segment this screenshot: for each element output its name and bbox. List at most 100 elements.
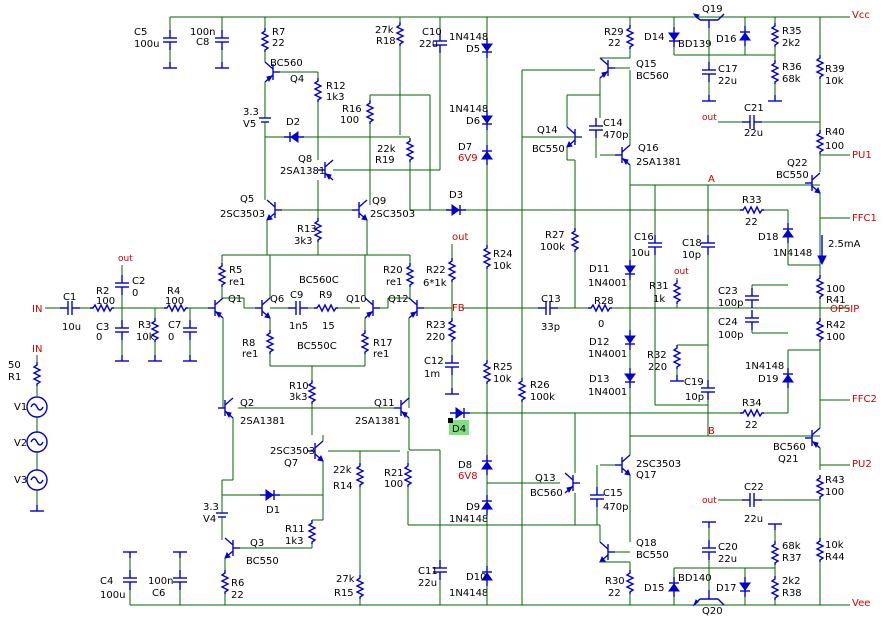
c9-capacitor xyxy=(287,300,309,316)
r14-resistor xyxy=(356,462,364,488)
c1-capacitor xyxy=(59,300,81,316)
d4-label: D4 xyxy=(452,424,466,435)
r27-label: R27 xyxy=(545,230,565,241)
ffc2-label: FFC2 xyxy=(852,394,877,405)
c8-label: C8 xyxy=(196,37,209,48)
c1-label: C1 xyxy=(63,292,76,303)
r44-resistor xyxy=(816,537,824,563)
r18-resistor xyxy=(396,21,404,47)
r23-label: R23 xyxy=(426,320,446,331)
q5-label: Q5 xyxy=(240,194,254,205)
r24-label: R24 xyxy=(493,249,513,260)
q18-type: BC550 xyxy=(636,550,669,561)
c22-capacitor xyxy=(741,492,763,508)
q2-type: 2SA1381 xyxy=(240,416,285,427)
c11-label: C11 xyxy=(418,566,438,577)
d7-value: 6V9 xyxy=(458,153,478,164)
r34-resistor xyxy=(739,409,765,417)
q11-transistor xyxy=(393,397,410,419)
r1-value: 50 xyxy=(8,360,21,371)
r32-resistor xyxy=(673,344,681,370)
d4-diode xyxy=(449,407,471,419)
q6-transistor xyxy=(254,297,271,319)
d7-label: D7 xyxy=(458,142,472,153)
r36-label: R36 xyxy=(782,62,802,73)
c14-value: 470p xyxy=(603,130,628,141)
r44-value: 10k xyxy=(825,540,844,551)
q3-transistor xyxy=(224,537,241,559)
r31-label: R31 xyxy=(649,281,669,292)
node-a-label: A xyxy=(708,174,715,185)
q13-label: Q13 xyxy=(535,473,556,484)
v2-source xyxy=(26,431,48,453)
r27-resistor xyxy=(571,227,579,253)
d15-label: D15 xyxy=(644,583,664,594)
r24-value: 10k xyxy=(493,261,512,272)
net-out-4: out xyxy=(702,113,717,123)
r11-resistor xyxy=(308,519,316,545)
q6-type: BC560C xyxy=(299,275,339,286)
d14-label: D14 xyxy=(644,32,664,43)
q20-transistor xyxy=(692,590,725,607)
c8-capacitor xyxy=(214,29,230,51)
c5-capacitor xyxy=(162,29,178,51)
r43-resistor xyxy=(816,474,824,500)
d12-label: D12 xyxy=(589,337,609,348)
d19-type: 1N4148 xyxy=(745,361,784,372)
q7-label: Q7 xyxy=(284,458,298,469)
c4-label: C4 xyxy=(100,576,113,587)
q8-label: Q8 xyxy=(298,154,312,165)
c3-label: C3 xyxy=(96,322,109,333)
r32-label: R32 xyxy=(647,350,667,361)
v3-label: V3 xyxy=(14,475,27,486)
c14-capacitor xyxy=(588,117,604,139)
selection-handle[interactable] xyxy=(448,418,453,423)
r33-label: R33 xyxy=(742,195,762,206)
r42-label: R42 xyxy=(826,320,846,331)
q15-type: BC560 xyxy=(636,71,669,82)
r13-value: 3k3 xyxy=(294,236,313,247)
r20-value: re1 xyxy=(386,277,402,288)
d12-type: 1N4001 xyxy=(588,349,627,360)
q21-type: BC560 xyxy=(773,442,806,453)
c18-label: C18 xyxy=(682,238,702,249)
r6-resistor xyxy=(221,569,229,595)
q16-label: Q16 xyxy=(638,143,659,154)
q19-transistor xyxy=(692,13,725,28)
c3-value: 0 xyxy=(96,332,102,343)
q2-label: Q2 xyxy=(240,398,254,409)
c7-capacitor xyxy=(182,319,198,341)
d3-diode xyxy=(445,204,467,216)
r8-label: R8 xyxy=(242,338,255,349)
r44-label: R44 xyxy=(825,552,845,563)
r15-value: 27k xyxy=(336,574,355,585)
c11-value: 22u xyxy=(418,578,437,589)
r43-label: R43 xyxy=(825,475,845,486)
d11-type: 1N4001 xyxy=(588,278,627,289)
r37-resistor xyxy=(771,540,779,566)
r26-label: R26 xyxy=(530,380,550,391)
v1-source xyxy=(26,396,48,418)
q12-transistor xyxy=(408,297,425,319)
d9-diode xyxy=(481,494,493,516)
c3-capacitor xyxy=(114,319,130,341)
vcc-label: Vcc xyxy=(852,10,870,21)
r12-resistor xyxy=(314,77,322,103)
r4-label: R4 xyxy=(167,286,180,297)
r18-label: R18 xyxy=(376,36,396,47)
d13-diode xyxy=(624,367,636,389)
r42-resistor xyxy=(816,317,824,343)
r21-value: 100 xyxy=(384,479,403,490)
r16-value: 100 xyxy=(340,115,359,126)
r31-resistor xyxy=(673,279,681,305)
r29-value: 22 xyxy=(608,38,621,49)
r10-resistor xyxy=(308,379,316,405)
c16-label: C16 xyxy=(634,232,654,243)
r38-value: 2k2 xyxy=(782,576,801,587)
q16-type: 2SA1381 xyxy=(636,157,681,168)
c5-value: 100u xyxy=(134,39,159,50)
r12-value: 1k3 xyxy=(326,92,345,103)
r5-resistor xyxy=(218,262,226,288)
r27-value: 100k xyxy=(540,242,565,253)
d17-diode xyxy=(739,576,751,598)
